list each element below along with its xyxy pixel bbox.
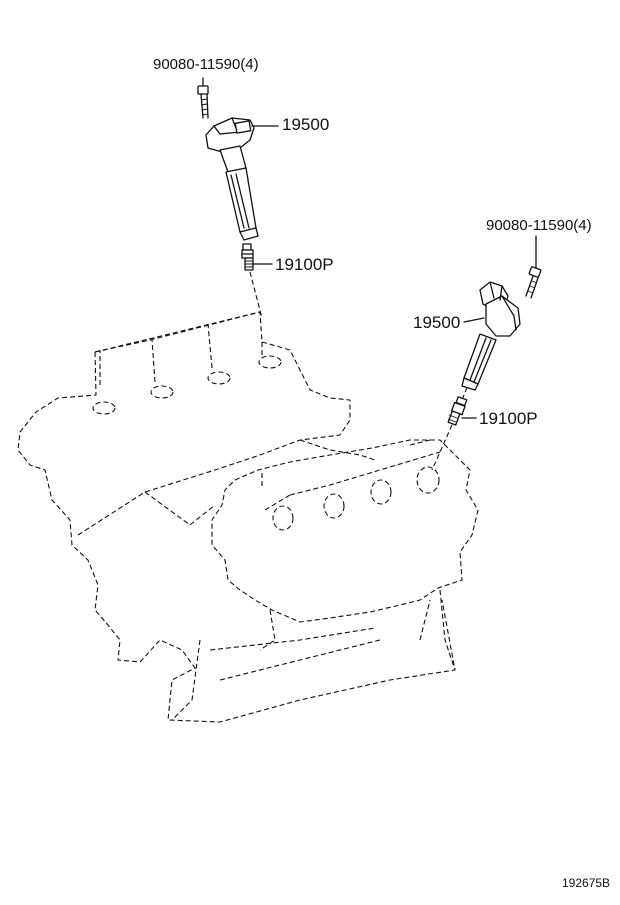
diagram-reference-number: 192675B (562, 876, 611, 890)
spark-plug-right-icon (447, 396, 468, 426)
label-bolt-right: 90080-11590(4) (486, 217, 592, 234)
spark-plug-left-icon (241, 243, 254, 271)
leader-left-plug (249, 271, 263, 319)
label-bolt-left: 90080-11590(4) (153, 56, 259, 73)
right-head-outline (211, 439, 479, 623)
label-plug-right: 19100P (479, 409, 538, 428)
ignition-coil-right-icon (461, 281, 521, 391)
label-coil-right: 19500 (413, 313, 461, 332)
label-plug-left: 19100P (275, 255, 334, 274)
bolt-left-icon (197, 85, 209, 119)
ignition-coil-left-icon (205, 117, 259, 241)
label-coil-left: 19500 (282, 115, 330, 134)
leader-coil-right (463, 317, 485, 323)
left-head-outline (17, 351, 456, 723)
bolt-right-icon (525, 266, 542, 299)
engine-block (17, 311, 479, 723)
leader-right-plug (431, 424, 453, 471)
